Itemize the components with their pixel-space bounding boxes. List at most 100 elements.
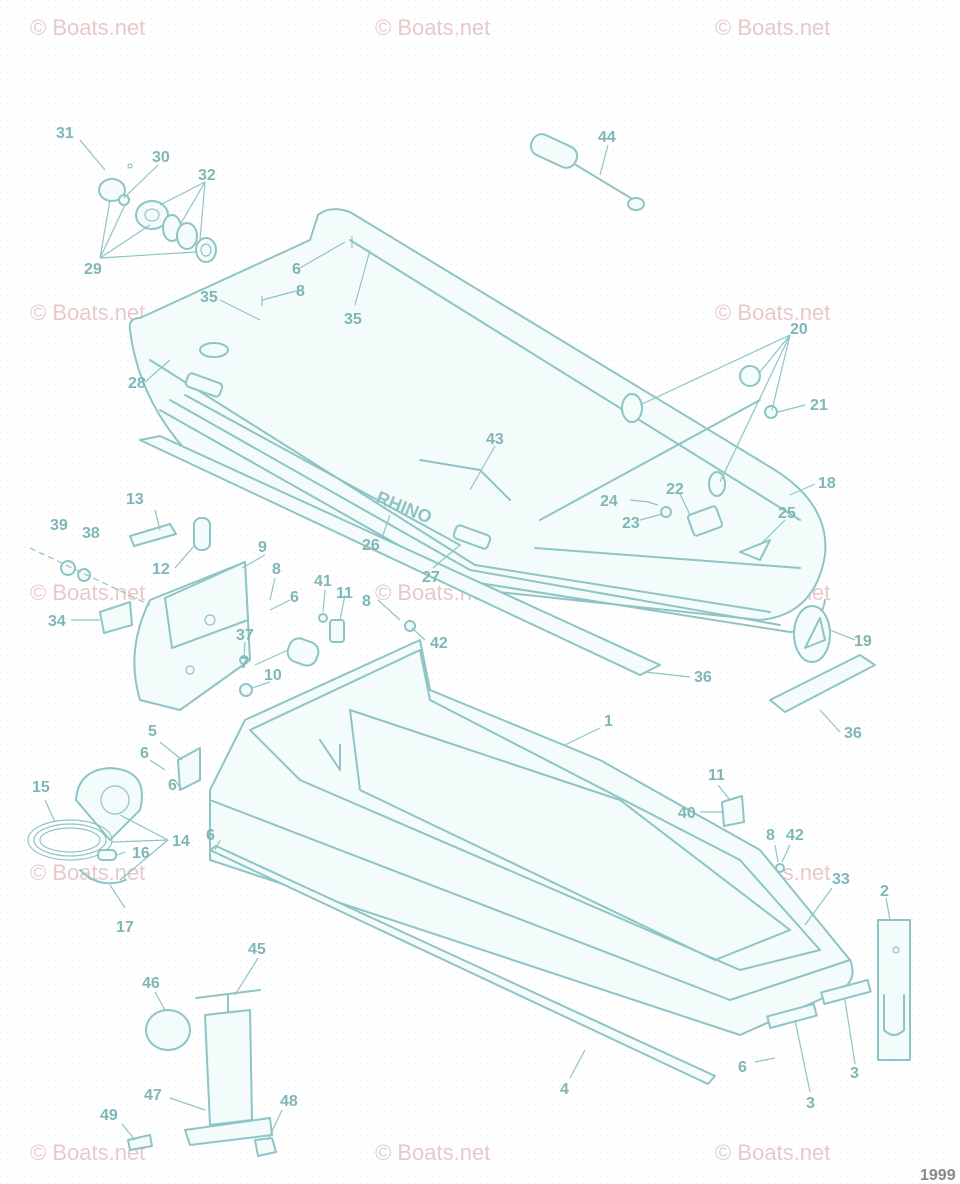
part-36-strip: [769, 654, 876, 713]
callout-8: 8: [362, 593, 371, 610]
callout-48: 48: [280, 1093, 298, 1110]
callout-21: 21: [810, 397, 828, 414]
callout-3: 3: [850, 1065, 859, 1082]
part-26-rub-strip: [139, 435, 661, 676]
callout-3: 3: [806, 1095, 815, 1112]
callout-8: 8: [272, 561, 281, 578]
callout-11: 11: [708, 767, 725, 784]
part-9-transom-plate: [99, 561, 251, 711]
part-5-bracket: [177, 747, 201, 791]
watermark: © Boats.net: [30, 300, 145, 325]
watermark: © Boats.net: [375, 15, 490, 40]
callout-41: 41: [314, 573, 332, 590]
callout-33: 33: [832, 871, 850, 888]
callout-42: 42: [786, 827, 804, 844]
callout-6: 6: [168, 777, 177, 794]
callout-36: 36: [694, 669, 712, 686]
callout-15: 15: [32, 779, 50, 796]
callout-16: 16: [132, 845, 150, 862]
part-38: [77, 568, 91, 582]
watermark: © Boats.net: [375, 1140, 490, 1165]
callout-44: 44: [598, 129, 616, 146]
callout-12: 12: [152, 561, 170, 578]
callout-8: 8: [766, 827, 775, 844]
part-10: [239, 683, 253, 697]
callout-35: 35: [200, 289, 218, 306]
callout-34: 34: [48, 613, 66, 630]
callout-18: 18: [818, 475, 836, 492]
callout-8: 8: [296, 283, 305, 300]
callout-13: 13: [126, 491, 144, 508]
callout-39: 39: [50, 517, 68, 534]
callout-36: 36: [844, 725, 862, 742]
part-45-47-pump: [184, 989, 273, 1146]
leader-lines: [44, 139, 891, 1141]
part-39: [60, 560, 76, 576]
part-42-nut: [775, 863, 785, 873]
callout-49: 49: [100, 1107, 118, 1124]
callout-6: 6: [738, 1059, 747, 1076]
callout-22: 22: [666, 481, 684, 498]
part-3-strip: [820, 978, 872, 1006]
callout-42: 42: [430, 635, 448, 652]
callout-35: 35: [344, 311, 362, 328]
part-19-valve-cover: [793, 605, 831, 663]
callout-43: 43: [486, 431, 504, 448]
callout-19: 19: [854, 633, 872, 650]
watermark: © Boats.net: [30, 860, 145, 885]
callout-11: 11: [336, 585, 353, 602]
part-46: [145, 1009, 191, 1051]
callout-26: 26: [362, 537, 380, 554]
callout-47: 47: [144, 1087, 162, 1104]
part-12-13-parts: [129, 517, 211, 551]
callout-2: 2: [880, 883, 889, 900]
part-2-hardware-card: [877, 919, 911, 1061]
part-7: [286, 637, 320, 667]
callout-29: 29: [84, 261, 102, 278]
callout-6: 6: [206, 827, 215, 844]
callout-37: 37: [236, 627, 254, 644]
part-41: [318, 613, 328, 623]
callout-labels: 31 30 32 29 44 6 8 35 35 28 20 21 43 18 …: [32, 125, 889, 1124]
part-48: [254, 1137, 277, 1157]
callout-45: 45: [248, 941, 266, 958]
part-29-32-valve-set: [98, 163, 217, 263]
callout-14: 14: [172, 833, 190, 850]
part-4-keel-strip: [209, 845, 716, 1085]
callout-6: 6: [140, 745, 149, 762]
callout-24: 24: [600, 493, 618, 510]
callout-4: 4: [560, 1081, 569, 1098]
callout-32: 32: [198, 167, 216, 184]
callout-10: 10: [264, 667, 282, 684]
callout-27: 27: [422, 569, 440, 586]
part-16: [97, 849, 117, 861]
callout-31: 31: [56, 125, 74, 142]
callout-6: 6: [292, 261, 301, 278]
watermark: © Boats.net: [715, 1140, 830, 1165]
callout-28: 28: [128, 375, 146, 392]
part-1-hull: [209, 639, 854, 1036]
callout-5: 5: [148, 723, 157, 740]
callout-9: 9: [258, 539, 267, 556]
watermark: © Boats.net: [30, 580, 145, 605]
watermark: © Boats.net: [30, 15, 145, 40]
callout-40: 40: [678, 805, 696, 822]
callout-46: 46: [142, 975, 160, 992]
part-11: [329, 619, 345, 643]
callout-25: 25: [778, 505, 796, 522]
part-17: [79, 869, 127, 885]
callout-7: 7: [240, 655, 249, 672]
callout-6: 6: [290, 589, 299, 606]
part-3-strip: [766, 1002, 818, 1030]
callout-23: 23: [622, 515, 640, 532]
callout-38: 38: [82, 525, 100, 542]
part-15-coiled-hose: [27, 819, 113, 861]
watermark: © Boats.net: [715, 15, 830, 40]
callout-17: 17: [116, 919, 134, 936]
watermark: © Boats.net: [715, 300, 830, 325]
part-14-pump-head: [75, 767, 143, 841]
callout-20: 20: [790, 321, 808, 338]
year-label: 1999: [920, 1167, 956, 1184]
